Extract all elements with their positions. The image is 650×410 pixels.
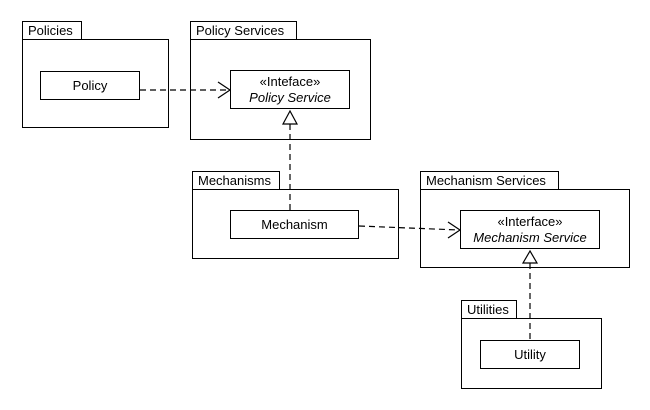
interface-box-mechanism-service: «Interface» Mechanism Service [460,210,600,249]
class-box-policy: Policy [40,71,140,100]
package-tab-utilities: Utilities [461,300,517,319]
package-tab-mechanism-services: Mechanism Services [420,171,559,190]
interface-name: Policy Service [249,89,331,105]
package-tab-policies: Policies [22,21,82,40]
package-label: Utilities [467,302,509,317]
class-box-utility: Utility [480,340,580,369]
package-label: Policies [28,23,73,38]
package-tab-mechanisms: Mechanisms [192,171,280,190]
package-label: Mechanism Services [426,173,546,188]
package-label: Mechanisms [198,173,271,188]
package-label: Policy Services [196,23,285,38]
class-name: Policy [72,77,108,93]
class-box-mechanism: Mechanism [230,210,359,239]
class-name: Utility [514,346,546,362]
interface-name: Mechanism Service [473,229,587,245]
interface-stereotype: «Interface» [497,213,563,229]
package-tab-policy-services: Policy Services [190,21,297,40]
class-name: Mechanism [261,216,328,232]
interface-box-policy-service: «Inteface» Policy Service [230,70,350,109]
interface-stereotype: «Inteface» [259,73,321,89]
